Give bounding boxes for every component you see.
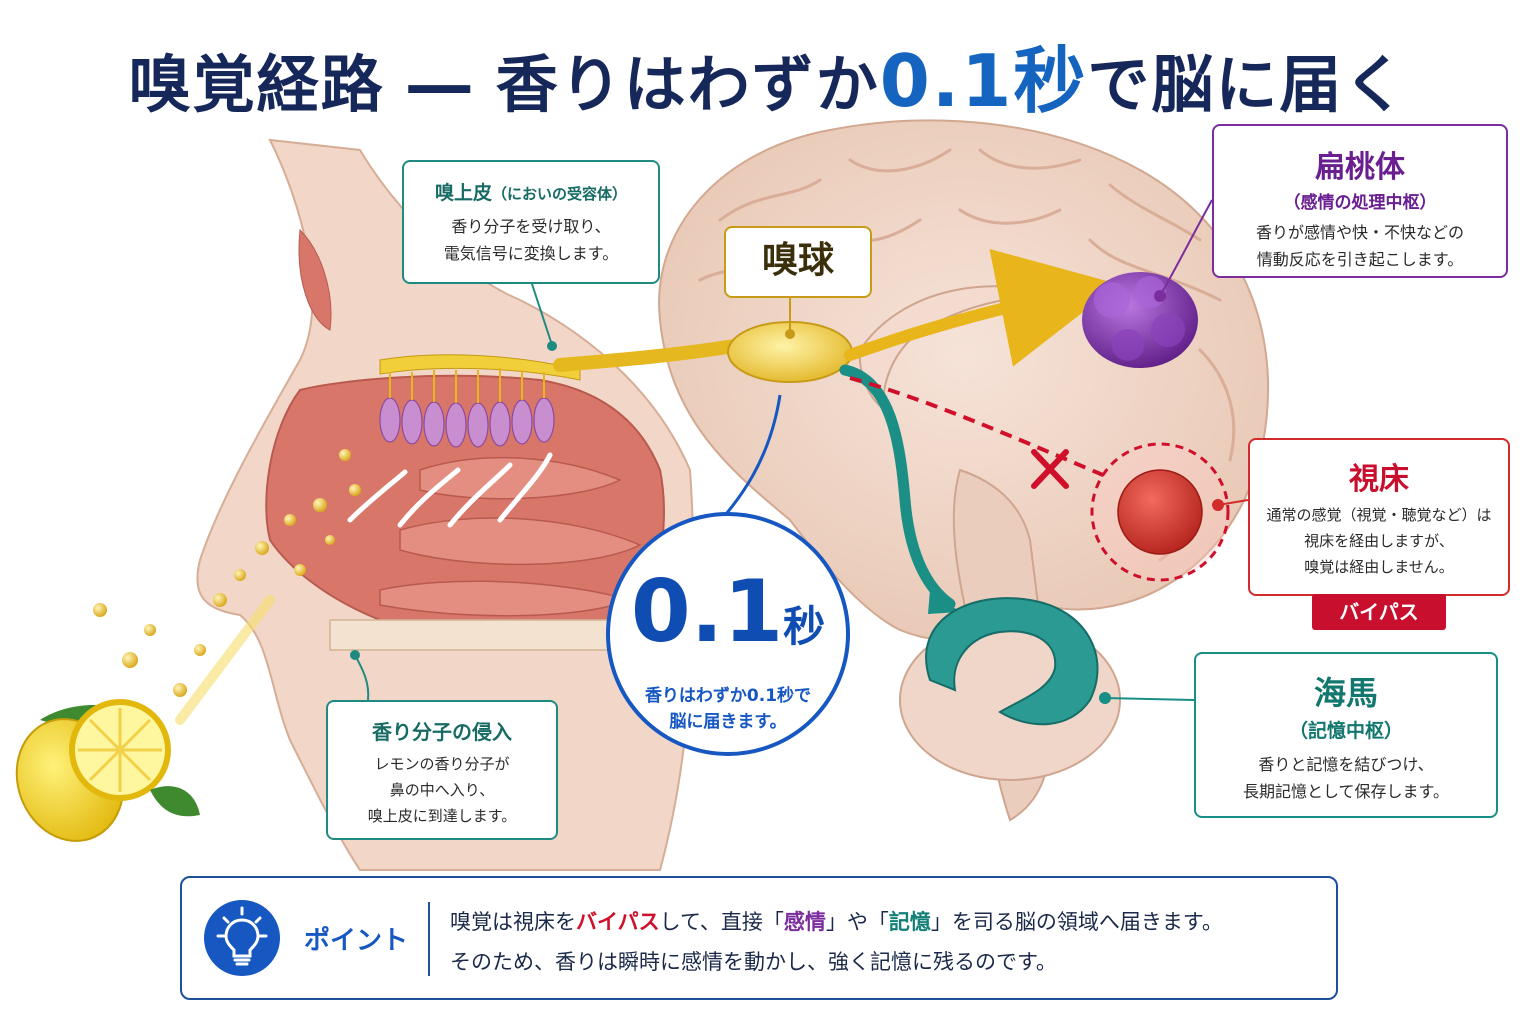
label-olfactory-bulb: 嗅球 — [724, 226, 872, 298]
nasal-turbinates — [379, 456, 642, 617]
amygdala-sub: （感情の処理中枢） — [1283, 193, 1437, 213]
olfactory-receptor-cells — [379, 354, 581, 448]
label-odor-entry: 香り分子の侵入 レモンの香り分子が 鼻の中へ入り、 嗅上皮に到達します。 — [326, 700, 558, 840]
speed-callout: 0.1秒 香りはわずか0.1秒で 脳に届きます。 — [606, 512, 850, 756]
label-olfactory-epithelium: 嗅上皮（においの受容体） 香り分子を受け取り、 電気信号に変換します。 — [402, 160, 660, 284]
hippocampus-sub: （記憶中枢） — [1288, 720, 1403, 742]
point-text: 嗅覚は視床をバイパスして、直接「感情」や「記憶」を司る脳の領域へ届きます。 その… — [450, 910, 1223, 974]
thalamus-title: 視床 — [1349, 462, 1409, 497]
epithelium-title: 嗅上皮 — [434, 182, 492, 204]
speed-note: 香りはわずか0.1秒で 脳に届きます。 — [644, 686, 812, 732]
amygdala — [1082, 272, 1198, 368]
lightbulb-icon — [204, 900, 280, 976]
point-divider — [428, 902, 430, 976]
thalamus — [1117, 469, 1203, 555]
page-title: 嗅覚経路 ― 香りはわずか0.1秒で脳に届く — [128, 39, 1408, 123]
odor-stream — [175, 595, 275, 725]
epithelium-desc: 香り分子を受け取り、 電気信号に変換します。 — [443, 217, 619, 263]
entry-desc: レモンの香り分子が 鼻の中へ入り、 嗅上皮に到達します。 — [367, 755, 517, 825]
speed-value: 0.1秒 — [630, 562, 826, 662]
hippocampus-desc: 香りと記憶を結びつけ、 長期記憶として保存します。 — [1243, 755, 1449, 801]
amygdala-title: 扁桃体 — [1315, 150, 1405, 185]
label-thalamus: 視床 通常の感覚（視覚・聴覚など）は 視床を経由しますが、 嗅覚は経由しません。 — [1248, 438, 1510, 596]
hippocampus-arrowhead — [928, 590, 960, 614]
odor-molecules — [93, 449, 361, 697]
lemon — [15, 699, 200, 842]
leader-dots — [350, 290, 1224, 704]
blocked-x-mark — [1031, 449, 1069, 489]
label-amygdala: 扁桃体 （感情の処理中枢） 香りが感情や快・不快などの 情動反応を引き起こします… — [1212, 124, 1508, 278]
pathway-to-thalamus-blocked — [849, 376, 1111, 480]
point-panel: ポイント 嗅覚は視床をバイパスして、直接「感情」や「記憶」を司る脳の領域へ届きま… — [180, 876, 1338, 1000]
label-hippocampus: 海馬 （記憶中枢） 香りと記憶を結びつけ、 長期記憶として保存します。 — [1194, 652, 1498, 818]
entry-title: 香り分子の侵入 — [372, 720, 512, 744]
hippocampus — [925, 597, 1099, 726]
pathway-to-amygdala — [844, 248, 1119, 367]
hippocampus-title: 海馬 — [1313, 674, 1378, 712]
frontal-sinus — [298, 228, 332, 331]
odor-flow-arrows — [347, 452, 553, 528]
bypass-badge: バイパス — [1312, 594, 1446, 630]
olfactory-nerve — [553, 338, 747, 372]
pathway-to-hippocampus — [839, 364, 956, 610]
point-label: ポイント — [304, 926, 409, 956]
epithelium-sub: （においの受容体） — [492, 185, 628, 203]
amygdala-desc: 香りが感情や快・不快などの 情動反応を引き起こします。 — [1255, 223, 1464, 269]
thalamus-desc: 通常の感覚（視覚・聴覚など）は 視床を経由しますが、 嗅覚は経由しません。 — [1266, 506, 1492, 576]
